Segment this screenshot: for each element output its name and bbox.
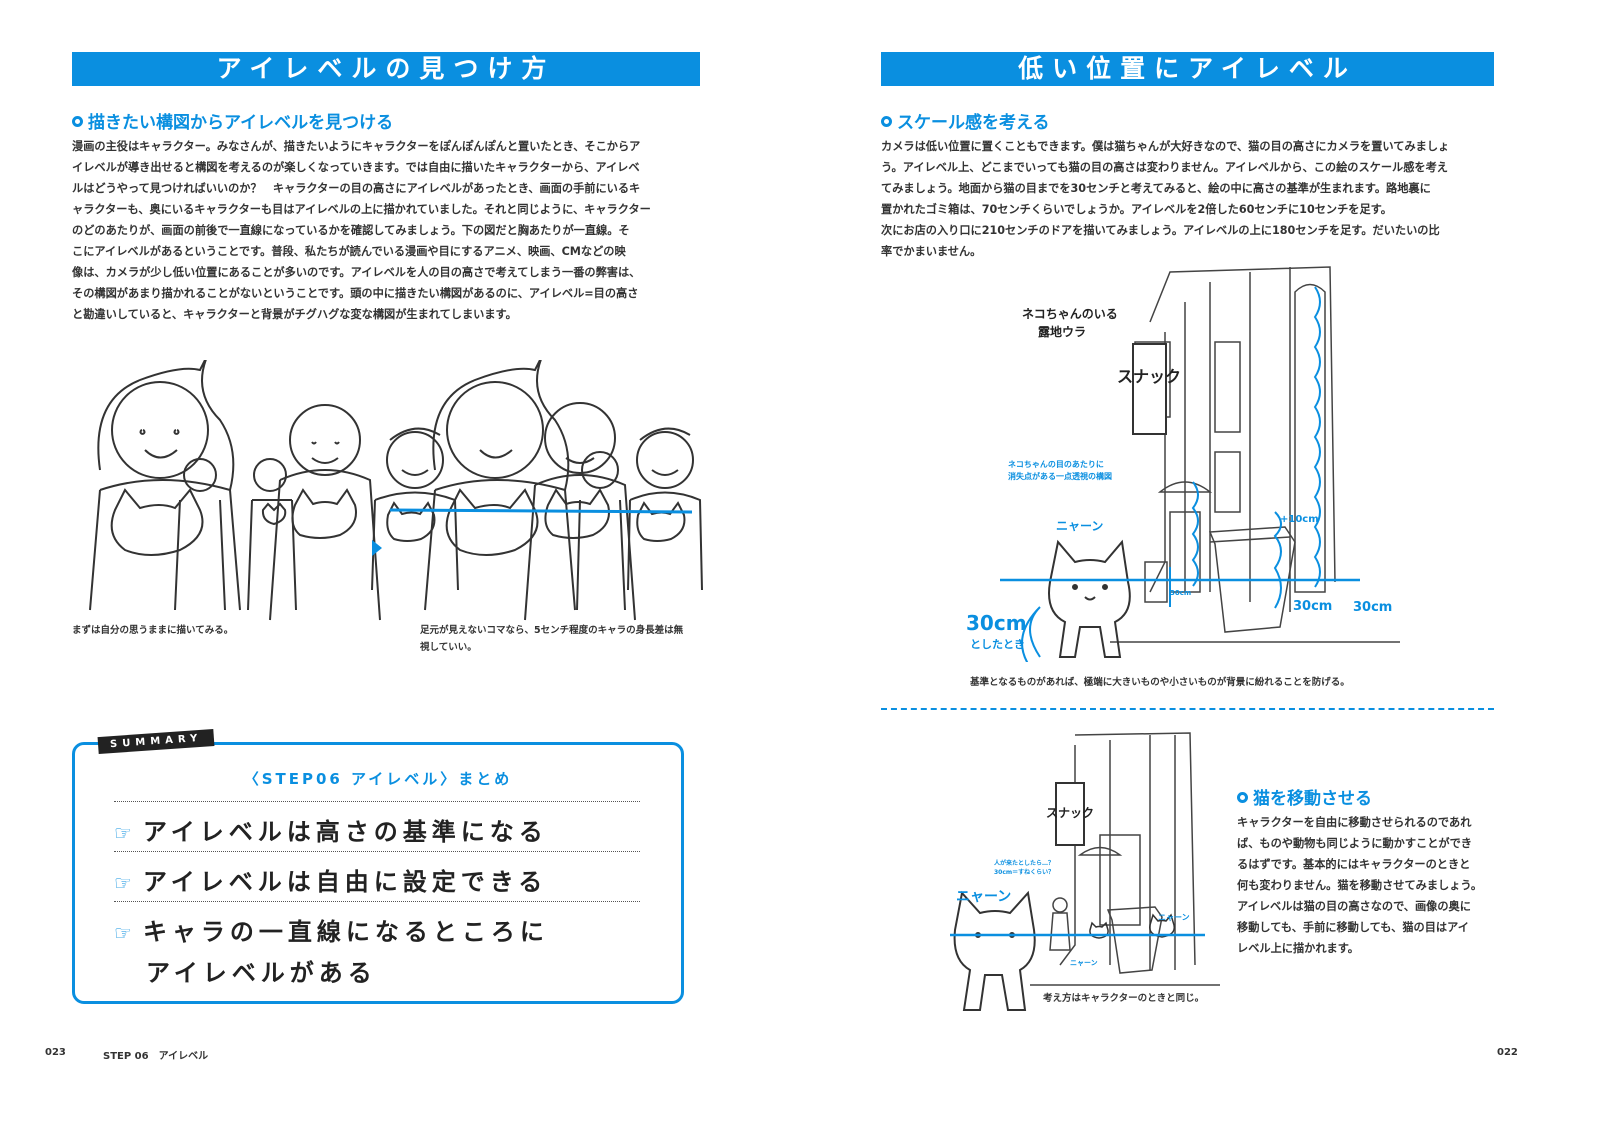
left-body-line: 漫画の主役はキャラクター。みなさんが、描きたいようにキャラクターをぽんぽんぽんと… bbox=[72, 140, 641, 153]
right-section-2-line: 移動しても、手前に移動しても、猫の目はアイ bbox=[1237, 921, 1469, 934]
label-30cm-small: 30cm bbox=[1170, 589, 1191, 597]
person-note-line1: 人が来たとしたら…？ bbox=[994, 859, 1054, 867]
right-page-title: 低い位置にアイレベル bbox=[881, 52, 1494, 86]
summary-item-3-continuation: アイレベルがある bbox=[146, 959, 377, 987]
left-body-line: その構図があまり描かれることがないということです。頭の中に描きたい構図があるのに… bbox=[72, 287, 639, 300]
label-30cm-can: 30cm bbox=[1293, 599, 1332, 614]
meow-label: ニャーン bbox=[1056, 519, 1103, 533]
eye-level-line bbox=[389, 508, 693, 514]
right-section-1-line: てみましょう。地面から猫の目までを30センチと考えてみると、絵の中に高さの基準が… bbox=[881, 182, 1431, 195]
bullet-ring-icon bbox=[881, 116, 892, 127]
cat-drawing bbox=[1048, 539, 1131, 658]
label-toshita: としたとき bbox=[970, 638, 1025, 651]
left-section-heading: 描きたい構図からアイレベルを見つける bbox=[72, 108, 393, 133]
summary-item-3: ☞キャラの一直線になるところに bbox=[114, 912, 549, 947]
left-caption-2: 足元が見えないコマなら、5センチ程度のキャラの身長差は無視していい。 bbox=[420, 622, 700, 656]
alley-title-line1: ネコちゃんのいる bbox=[1022, 307, 1118, 321]
meow-mid: ニャーン bbox=[1158, 913, 1190, 922]
right-section-1-line: 次にお店の入り口に210センチのドアを描いてみましょう。アイレベルの上に180セ… bbox=[881, 224, 1440, 237]
left-page-title: アイレベルの見つけ方 bbox=[72, 52, 700, 86]
meow-small: ニャーン bbox=[1070, 959, 1098, 967]
meow-big: ニャーン bbox=[956, 889, 1011, 905]
summary-divider bbox=[114, 851, 640, 852]
bullet-ring-icon bbox=[72, 116, 83, 127]
right-section-1-line: カメラは低い位置に置くこともできます。僕は猫ちゃんが大好きなので、猫の目の高さに… bbox=[881, 140, 1450, 153]
right-page-number: 022 bbox=[1497, 1047, 1518, 1058]
summary-item-2-text: アイレベルは自由に設定できる bbox=[142, 868, 548, 896]
label-30cm-main: 30cm bbox=[966, 611, 1027, 635]
summary-title: 〈STEP06 アイレベル〉まとめ bbox=[243, 770, 513, 788]
left-footer-label: STEP 06 アイレベル bbox=[103, 1051, 209, 1062]
right-section-1-paragraph: カメラは低い位置に置くこともできます。僕は猫ちゃんが大好きなので、猫の目の高さに… bbox=[881, 136, 1501, 262]
left-body-line: イレベルが導き出せると構図を考えるのが楽しくなっていきます。では自由に描いたキャ… bbox=[72, 161, 640, 174]
left-caption-1: まずは自分の思うままに描いてみる。 bbox=[72, 625, 234, 636]
label-plus-10cm: +10cm bbox=[1280, 514, 1319, 525]
left-body-line: のどのあたりが、画面の前後で一直線になっているかを確認してみましょう。下の図だと… bbox=[72, 224, 630, 237]
right-section-2-line: るはずです。基本的にはキャラクターのときと bbox=[1237, 858, 1471, 871]
summary-divider bbox=[114, 901, 640, 902]
summary-divider bbox=[114, 801, 640, 802]
summary-item-2: ☞アイレベルは自由に設定できる bbox=[114, 862, 547, 897]
panel-before bbox=[89, 360, 459, 621]
cat-moving-illustration: スナック ニャーン ニャーン ニャーン 人が来たとしたら…？ 30cm＝すねくら… bbox=[950, 732, 1220, 1011]
snack-sign-text-top: スナック bbox=[1117, 367, 1181, 386]
left-body-line: 像は、カメラが少し低い位置にあることが多いのです。アイレベルを人の目の高さで考え… bbox=[72, 266, 641, 279]
snack-sign: スナック bbox=[1117, 343, 1181, 435]
right-section-1-heading-text: スケール感を考える bbox=[897, 113, 1050, 133]
left-section-heading-text: 描きたい構図からアイレベルを見つける bbox=[88, 113, 394, 133]
right-section-2-line: アイレベルは猫の目の高さなので、画像の奥に bbox=[1237, 900, 1471, 913]
section-divider bbox=[881, 708, 1494, 710]
pointing-hand-icon: ☞ bbox=[114, 821, 137, 845]
pointing-hand-icon: ☞ bbox=[114, 871, 137, 895]
left-caption-2-line: 足元が見えないコマなら、5センチ程度のキャラの身長差は無 bbox=[420, 625, 684, 636]
right-section-2-heading-text: 猫を移動させる bbox=[1253, 789, 1372, 809]
alley-title-line2: 露地ウラ bbox=[1038, 324, 1086, 339]
summary-item-1: ☞アイレベルは高さの基準になる bbox=[114, 812, 548, 847]
right-section-2-line: レベル上に描かれます。 bbox=[1237, 942, 1359, 955]
left-body-line: と勘違いしていると、キャラクターと背景がチグハグな変な構図が生まれてしまいます。 bbox=[72, 308, 517, 321]
right-section-2-line: 何も変わりません。猫を移動させてみましょう。 bbox=[1237, 879, 1483, 892]
right-caption-2: 考え方はキャラクターのときと同じ。 bbox=[1043, 993, 1205, 1004]
right-section-1-heading: スケール感を考える bbox=[881, 108, 1050, 133]
left-body-line: ャラクターも、奥にいるキャラクターも目はアイレベルの上に描かれていました。それと… bbox=[72, 203, 651, 216]
right-caption-1: 基準となるものがあれば、極端に大きいものや小さいものが背景に紛れることを防げる。 bbox=[970, 677, 1350, 688]
right-section-2-heading: 猫を移動させる bbox=[1237, 784, 1372, 809]
vanishing-note-line1: ネコちゃんの目のあたりに bbox=[1008, 459, 1104, 469]
pointing-hand-icon: ☞ bbox=[114, 921, 137, 945]
right-section-2-paragraph: キャラクターを自由に移動させられるのであれば、ものや動物も同じように動かすことが… bbox=[1237, 812, 1507, 959]
characters-illustration bbox=[89, 360, 703, 621]
panel-after bbox=[424, 360, 703, 621]
left-body-paragraph: 漫画の主役はキャラクター。みなさんが、描きたいようにキャラクターをぽんぽんぽんと… bbox=[72, 136, 712, 325]
snack-sign bbox=[1055, 782, 1085, 846]
summary-box bbox=[72, 742, 684, 1004]
person-note-line2: 30cm＝すねくらい？ bbox=[994, 868, 1054, 876]
bullet-ring-icon bbox=[1237, 792, 1248, 803]
left-body-line: ルはどうやって見つければいいのか？ キャラクターの目の高さにアイレベルがあったと… bbox=[72, 182, 641, 195]
label-30cm-door: 30cm bbox=[1353, 600, 1392, 615]
right-section-2-line: ば、ものや動物も同じように動かすことができ bbox=[1237, 837, 1472, 850]
alley-illustration: スナック ネコちゃんのいる 露地ウラ ネコちゃんの目のあたりに 消失点がある一点… bbox=[966, 266, 1400, 662]
left-page-number: 023 bbox=[45, 1047, 66, 1058]
summary-item-3-text: キャラの一直線になるところに bbox=[142, 918, 549, 946]
snack-sign-text: スナック bbox=[1046, 806, 1094, 820]
vanishing-note-line2: 消失点がある一点透視の構図 bbox=[1008, 471, 1112, 481]
summary-item-1-text: アイレベルは高さの基準になる bbox=[142, 818, 548, 846]
cat-front-drawing bbox=[953, 890, 1036, 1011]
left-caption-2-line: 視していい。 bbox=[420, 642, 477, 653]
right-section-1-line: う。アイレベル上、どこまでいっても猫の目の高さは変わりません。アイレベルから、こ… bbox=[881, 161, 1448, 174]
left-body-line: こにアイレベルがあるということです。普段、私たちが読んでいる漫画や目にするアニメ… bbox=[72, 245, 626, 258]
right-section-1-line: 置かれたゴミ箱は、70センチくらいでしょうか。アイレベルを2倍した60センチに1… bbox=[881, 203, 1392, 216]
right-section-2-line: キャラクターを自由に移動させられるのであれ bbox=[1237, 816, 1472, 829]
right-section-1-line: 率でかまいません。 bbox=[881, 245, 982, 258]
